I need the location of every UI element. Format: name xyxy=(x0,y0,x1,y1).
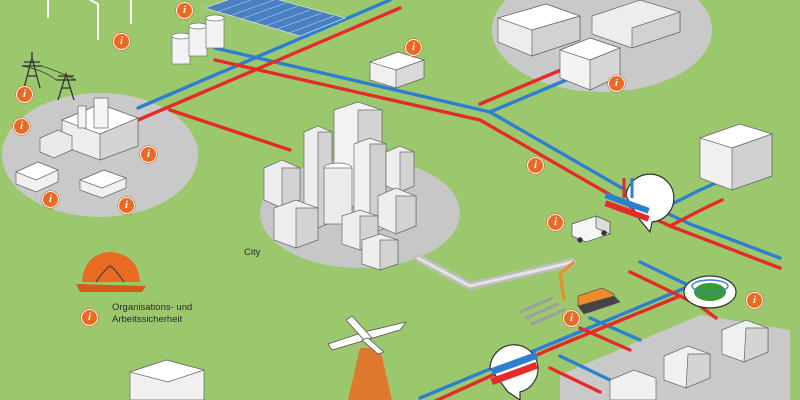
info-icon[interactable]: i xyxy=(547,214,564,231)
safety-label-line-2: Arbeitssicherheit xyxy=(112,314,183,325)
info-icon[interactable]: i xyxy=(81,309,98,326)
info-icon[interactable]: i xyxy=(608,75,625,92)
return-pipe-branch-b xyxy=(558,354,612,382)
service-van-icon xyxy=(571,215,611,243)
supply-pipe-south xyxy=(433,270,682,400)
storage-tank-icon xyxy=(171,32,191,65)
hard-hat-icon xyxy=(76,252,146,292)
apartment-block-icon xyxy=(663,345,711,389)
info-icon[interactable]: i xyxy=(113,33,130,50)
info-icon[interactable]: i xyxy=(527,157,544,174)
industrial-hall-icon xyxy=(591,0,681,49)
wind-turbine-icon xyxy=(89,0,99,40)
plant-building-icon xyxy=(79,169,127,199)
solar-panel-field-icon xyxy=(204,0,346,37)
power-plant-icon xyxy=(39,97,139,161)
info-icon[interactable]: i xyxy=(13,118,30,135)
info-icon[interactable]: i xyxy=(746,292,763,309)
apartment-block-icon xyxy=(377,187,417,235)
return-pipe-main-north xyxy=(136,0,392,110)
wind-turbines xyxy=(47,0,132,40)
return-pipe-branch-a xyxy=(588,316,642,342)
apartment-block-icon xyxy=(361,233,399,271)
office-building-icon xyxy=(128,359,206,400)
plant-building-icon xyxy=(15,161,59,193)
industrial-hall-icon xyxy=(496,3,582,57)
info-icon[interactable]: i xyxy=(42,191,59,208)
info-icon[interactable]: i xyxy=(140,146,157,163)
supply-pipe-branch-a xyxy=(578,326,632,352)
power-pylon-icon xyxy=(22,52,42,89)
return-pipe-south xyxy=(418,260,692,400)
transport-pipe-bundle xyxy=(414,254,576,291)
city-label: City xyxy=(244,247,261,258)
substation-icon xyxy=(368,51,426,89)
power-line xyxy=(21,65,77,81)
info-icon[interactable]: i xyxy=(405,39,422,56)
storage-tank-icon xyxy=(205,14,225,49)
apartment-block-icon xyxy=(385,145,415,193)
storage-tanks xyxy=(171,14,225,65)
power-pylons xyxy=(21,52,77,101)
safety-label: Organisations- und Arbeitssicherheit xyxy=(112,302,192,326)
apartment-block-icon xyxy=(273,199,319,249)
apartment-block-icon xyxy=(609,369,657,400)
excavator-icon xyxy=(558,260,621,315)
pipe-segments xyxy=(518,296,566,326)
office-building-icon xyxy=(698,123,774,191)
pipe-detail-icon xyxy=(489,344,539,400)
apartment-block-icon xyxy=(721,319,769,363)
supply-pipe-main-north xyxy=(136,6,402,122)
info-icon[interactable]: i xyxy=(563,310,580,327)
airplane-icon xyxy=(327,315,407,400)
info-icon[interactable]: i xyxy=(176,2,193,19)
stadium-icon xyxy=(683,275,737,309)
info-icon[interactable]: i xyxy=(118,197,135,214)
apartment-block-icon xyxy=(263,159,301,209)
residential-blocks xyxy=(609,319,769,400)
info-icon[interactable]: i xyxy=(16,86,33,103)
safety-label-line-1: Organisations- und xyxy=(112,302,193,313)
pipe-detail-icon xyxy=(604,173,675,234)
storage-tank-icon xyxy=(188,22,208,57)
city-buildings xyxy=(263,101,417,271)
power-pylon-icon xyxy=(56,71,76,101)
supply-pipe-city xyxy=(168,108,292,152)
supply-pipe-branch-b xyxy=(548,366,602,394)
supply-pipe-office-east xyxy=(668,198,724,228)
